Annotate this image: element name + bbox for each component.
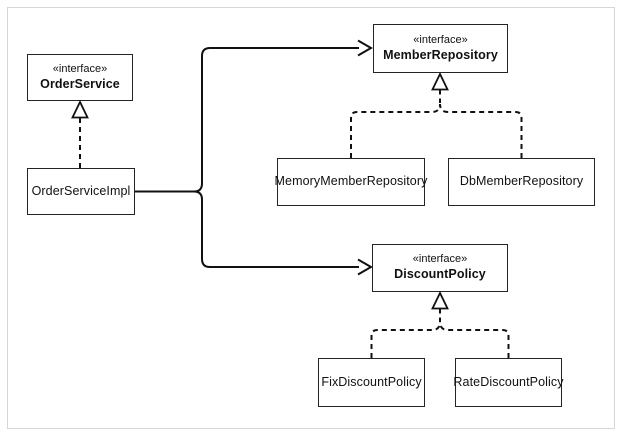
class-name: FixDiscountPolicy [321, 374, 422, 389]
class-box-member-repository: «interface» MemberRepository [373, 24, 508, 73]
class-name: MemberRepository [383, 47, 498, 62]
hollow-triangle-icon [431, 71, 449, 91]
class-box-rate-discount-policy: RateDiscountPolicy [453, 358, 564, 407]
class-box-db-member-repository: DbMemberRepository [448, 158, 595, 206]
stereotype-label: «interface» [413, 33, 468, 46]
stereotype-label: «interface» [412, 253, 468, 266]
dependency-arrow-discount-policy [135, 190, 374, 276]
realization-discount-policy [370, 290, 510, 358]
open-arrowhead-icon [357, 258, 374, 276]
class-name: RateDiscountPolicy [453, 374, 564, 389]
class-name: MemoryMemberRepository [274, 174, 428, 189]
class-box-memory-member-repository: MemoryMemberRepository [274, 158, 428, 206]
class-box-order-service-impl: OrderServiceImpl [27, 168, 135, 215]
class-name: DiscountPolicy [394, 267, 486, 282]
class-name: OrderService [40, 76, 120, 91]
realization-member-repository [350, 71, 523, 158]
hollow-triangle-icon [71, 99, 89, 119]
class-name: OrderServiceImpl [31, 183, 131, 198]
class-name: DbMemberRepository [459, 174, 584, 189]
realization-order-service [71, 99, 89, 168]
class-box-order-service: «interface» OrderService [27, 54, 133, 101]
class-box-fix-discount-policy: FixDiscountPolicy [318, 358, 425, 407]
class-box-discount-policy: «interface» DiscountPolicy [372, 244, 508, 292]
stereotype-label: «interface» [52, 62, 108, 75]
open-arrowhead-icon [357, 39, 374, 57]
hollow-triangle-icon [431, 290, 449, 310]
